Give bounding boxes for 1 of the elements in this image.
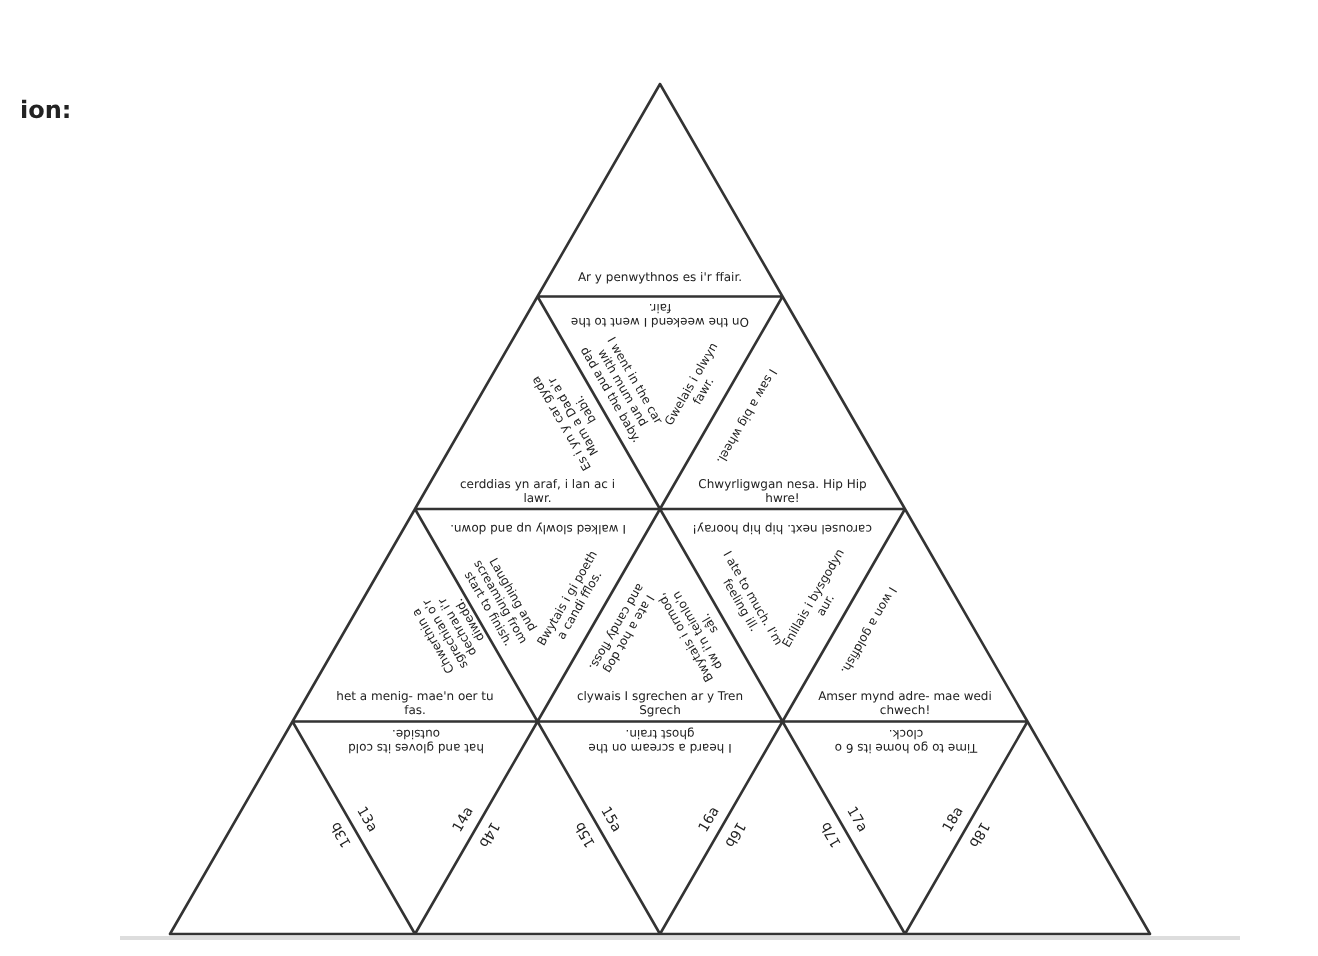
heading-text: ion:	[20, 94, 74, 128]
